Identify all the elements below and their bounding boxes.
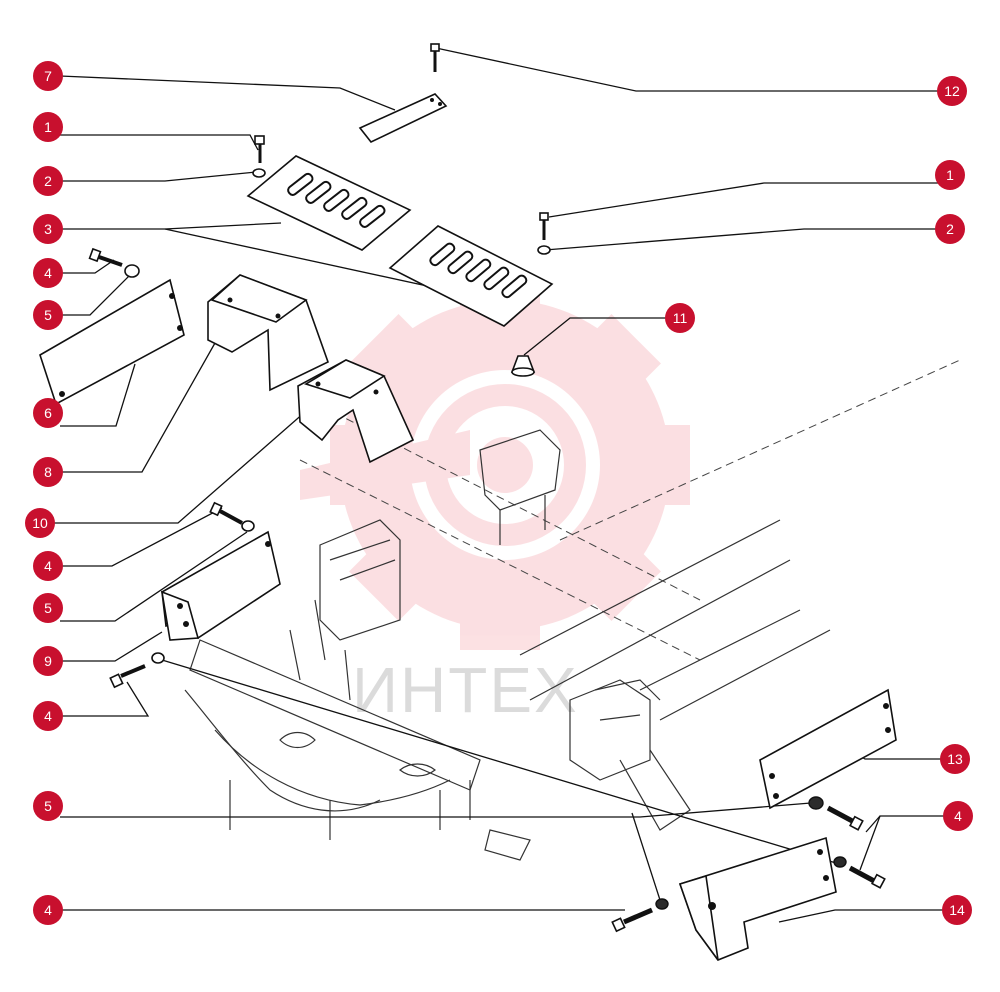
svg-text:1: 1 [946, 167, 954, 183]
svg-text:8: 8 [44, 464, 52, 480]
part-2-washer-upper-left [252, 168, 266, 178]
svg-text:4: 4 [44, 708, 52, 724]
callout-6: 6 [33, 398, 63, 428]
part-2-washer-upper-right [537, 245, 551, 255]
part-8-bracket [207, 274, 329, 392]
callout-4-middle: 4 [33, 551, 63, 581]
svg-text:2: 2 [946, 221, 954, 237]
callout-2-left: 2 [33, 166, 63, 196]
watermark-gear-logo [300, 285, 690, 650]
svg-text:3: 3 [44, 221, 52, 237]
svg-text:4: 4 [44, 265, 52, 281]
part-5-washer-middle [241, 520, 255, 532]
svg-text:4: 4 [954, 808, 962, 824]
part-12-bolt [430, 43, 440, 72]
svg-text:4: 4 [44, 558, 52, 574]
callout-4-lower-left: 4 [33, 701, 63, 731]
callout-5-top: 5 [33, 300, 63, 330]
callout-4-right: 4 [943, 801, 973, 831]
callout-10: 10 [25, 508, 55, 538]
part-4-bolt-lower-left [109, 664, 146, 689]
part-3-slotted-plate-right [388, 225, 554, 327]
svg-text:4: 4 [44, 902, 52, 918]
callout-1-left: 1 [33, 112, 63, 142]
part-4-bolt-right-lower [833, 856, 886, 889]
part-5-nut-right [808, 796, 824, 810]
svg-text:6: 6 [44, 405, 52, 421]
callout-5-middle: 5 [33, 593, 63, 623]
callout-8: 8 [33, 457, 63, 487]
svg-text:5: 5 [44, 307, 52, 323]
part-4-bolt-middle [209, 501, 243, 525]
svg-text:14: 14 [949, 902, 965, 918]
background-chassis [184, 359, 961, 861]
callout-14: 14 [942, 895, 972, 925]
leader-lines [48, 47, 957, 923]
callout-7: 7 [33, 61, 63, 91]
svg-text:2: 2 [44, 173, 52, 189]
callout-3: 3 [33, 214, 63, 244]
part-4-bolt-right-upper [826, 805, 864, 831]
svg-text:13: 13 [947, 751, 963, 767]
part-1-bolt-upper-right [539, 212, 549, 240]
callout-5-lower: 5 [33, 791, 63, 821]
part-10-bracket [297, 359, 415, 464]
callout-11: 11 [665, 303, 695, 333]
callout-12: 12 [937, 76, 967, 106]
part-6-long-plate [39, 278, 185, 406]
callout-4-top: 4 [33, 258, 63, 288]
part-14-angle-bracket [678, 836, 837, 961]
part-5-washer-lower-left [151, 652, 165, 664]
callout-1-right: 1 [935, 160, 965, 190]
part-1-bolt-upper-left [254, 135, 265, 163]
part-11-rubber-stop [510, 355, 536, 377]
watermark-text: ИНТЕХ [352, 654, 579, 726]
callout-4-bottom: 4 [33, 895, 63, 925]
svg-text:12: 12 [944, 83, 960, 99]
part-4-bolt-upper [88, 247, 123, 267]
svg-text:1: 1 [44, 119, 52, 135]
svg-text:10: 10 [32, 515, 48, 531]
part-7-strap-plate [358, 93, 448, 143]
svg-text:7: 7 [44, 68, 52, 84]
part-4-bolt-bottom [611, 898, 669, 933]
svg-text:9: 9 [44, 653, 52, 669]
part-3-slotted-plate-left [246, 155, 412, 251]
part-9-angle-bracket [160, 530, 281, 641]
svg-text:11: 11 [673, 310, 688, 326]
callout-9: 9 [33, 646, 63, 676]
svg-text:5: 5 [44, 798, 52, 814]
part-5-washer-upper [124, 264, 140, 278]
callout-2-right: 2 [935, 214, 965, 244]
svg-text:5: 5 [44, 600, 52, 616]
part-13-plate [759, 688, 897, 810]
callout-13: 13 [940, 744, 970, 774]
